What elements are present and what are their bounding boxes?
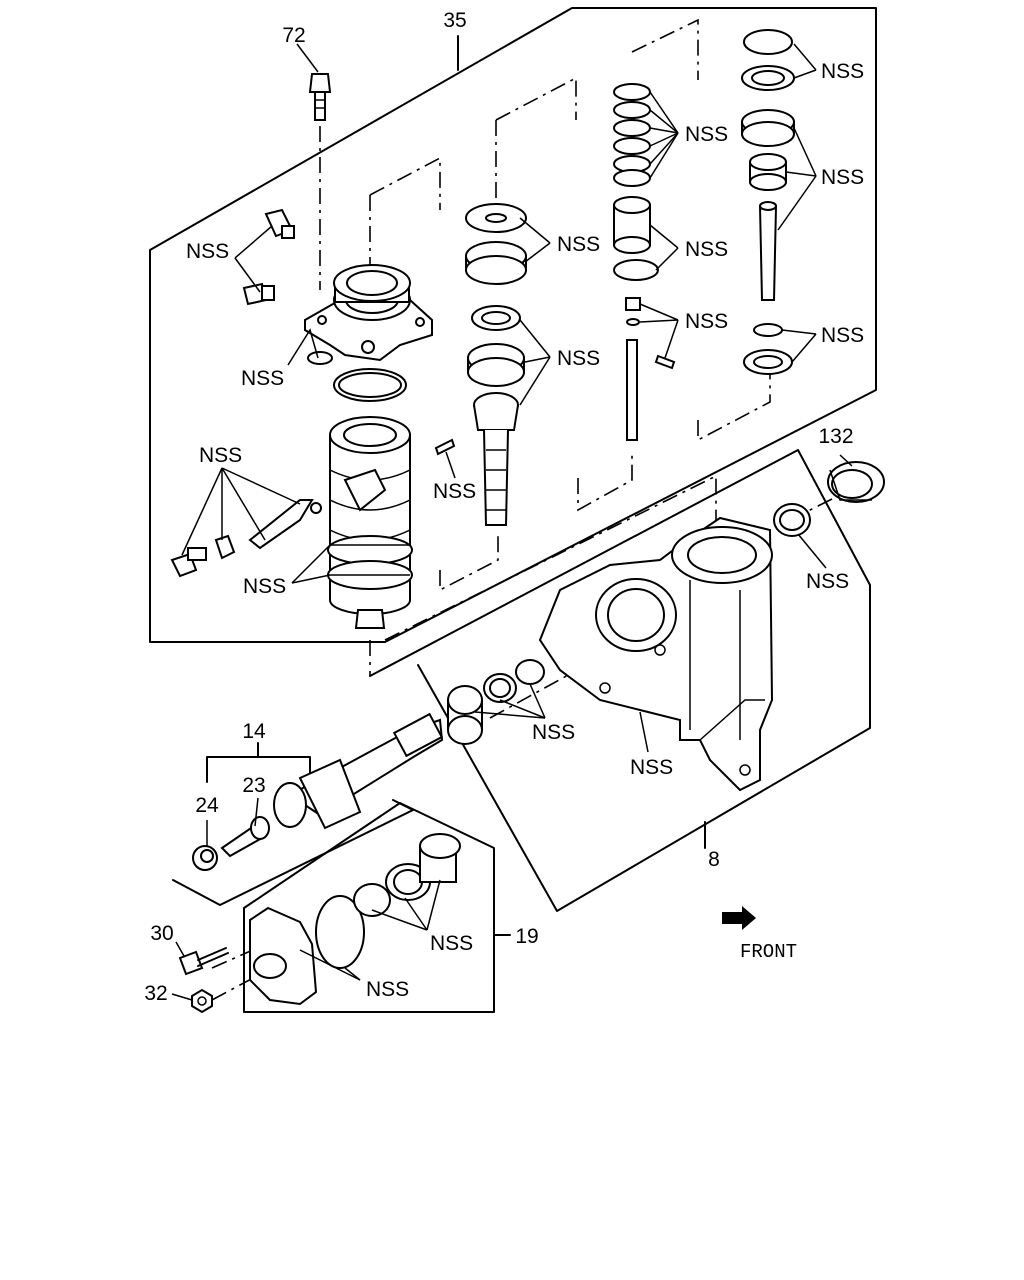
group-14-bracket bbox=[172, 742, 414, 906]
adjust-screw-23 bbox=[220, 816, 270, 858]
nut-24 bbox=[192, 845, 218, 871]
seal-132 bbox=[827, 461, 885, 503]
nss-label: NSS bbox=[366, 978, 409, 1001]
callout-19: 19 bbox=[515, 925, 538, 948]
callout-14: 14 bbox=[242, 720, 266, 743]
nss-label: NSS bbox=[806, 570, 849, 593]
nss-label: NSS bbox=[821, 60, 864, 83]
callout-30: 30 bbox=[150, 922, 173, 945]
nss-label: NSS bbox=[433, 480, 476, 503]
nss-label: NSS bbox=[685, 123, 728, 146]
nss-label: NSS bbox=[199, 444, 242, 467]
gear-housing bbox=[538, 516, 774, 792]
pinion-stack bbox=[741, 29, 795, 375]
sector-shaft-14 bbox=[273, 712, 444, 830]
housing-oring bbox=[773, 503, 811, 537]
front-arrow-icon bbox=[722, 906, 756, 930]
nss-label: NSS bbox=[630, 756, 673, 779]
nut-32 bbox=[191, 988, 213, 1014]
nss-label: NSS bbox=[821, 324, 864, 347]
callout-24: 24 bbox=[195, 794, 219, 817]
front-label: FRONT bbox=[740, 941, 797, 963]
nss-label: NSS bbox=[430, 932, 473, 955]
group-8-boundary bbox=[369, 449, 871, 912]
seal-stack bbox=[613, 83, 676, 441]
callout-32: 32 bbox=[144, 982, 167, 1005]
bolt-30 bbox=[178, 947, 229, 976]
valve-body bbox=[304, 264, 433, 362]
nss-label: NSS bbox=[685, 310, 728, 333]
group-19-boundary bbox=[243, 802, 511, 1013]
bolt-72 bbox=[308, 73, 332, 121]
rotary-valve bbox=[327, 416, 413, 629]
callout-labels: 72 35 132 14 23 24 30 32 19 8 bbox=[144, 9, 853, 1005]
nss-labels: NSS NSS NSS NSS NSS NSS NSS NSS NSS NSS … bbox=[186, 60, 864, 1001]
nss-label: NSS bbox=[243, 575, 286, 598]
retaining-clip bbox=[170, 499, 322, 578]
nss-label: NSS bbox=[821, 166, 864, 189]
callout-23: 23 bbox=[242, 774, 265, 797]
group-35-boundary bbox=[149, 7, 877, 643]
fittings bbox=[242, 208, 295, 306]
nss-label: NSS bbox=[557, 347, 600, 370]
valve-orings bbox=[307, 351, 407, 402]
nss-label: NSS bbox=[241, 367, 284, 390]
nss-label: NSS bbox=[186, 240, 229, 263]
callout-72: 72 bbox=[282, 24, 305, 47]
bearing-stack bbox=[434, 203, 527, 526]
callout-8: 8 bbox=[708, 848, 720, 871]
nss-label: NSS bbox=[557, 233, 600, 256]
side-cover-19 bbox=[249, 833, 461, 1006]
callout-132: 132 bbox=[818, 425, 853, 448]
housing-bearings bbox=[447, 659, 545, 745]
nss-label: NSS bbox=[532, 721, 575, 744]
nss-label: NSS bbox=[685, 238, 728, 261]
callout-35: 35 bbox=[443, 9, 466, 32]
leader-lines bbox=[171, 43, 853, 1001]
